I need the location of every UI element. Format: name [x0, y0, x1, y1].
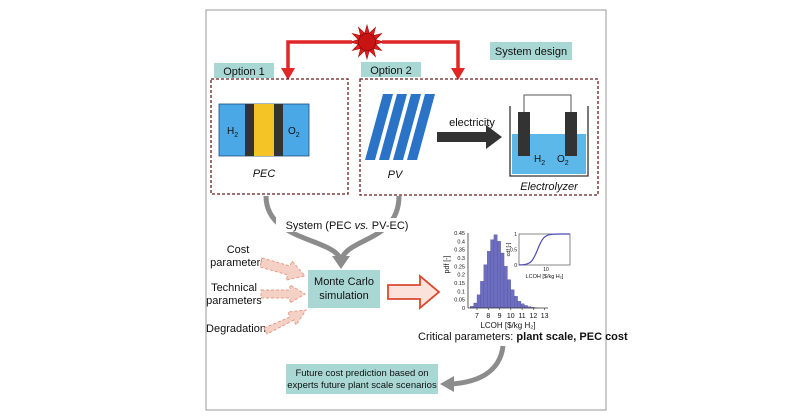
gray-arrowhead-future	[440, 376, 454, 392]
histogram-bar	[510, 289, 515, 309]
red-arrowhead-option2	[451, 68, 465, 80]
histogram-y-tick-label: 0.25	[454, 264, 465, 270]
pec-cell	[218, 103, 310, 157]
pink-arrow-technical	[260, 284, 306, 304]
histogram-x-tick-label: 11	[518, 313, 525, 320]
red-arrowhead-option1	[281, 68, 295, 80]
histogram-bar	[500, 252, 505, 309]
electrolyzer-o2-label: O2	[557, 154, 569, 167]
degradation-label: Degradation	[206, 323, 266, 335]
histogram-x-tick-label: 10	[507, 313, 515, 320]
option2-box	[359, 78, 599, 196]
histogram-y-tick-label: 0.45	[454, 231, 465, 237]
electrolyzer	[509, 94, 589, 177]
histogram-y-tick-label: 0.2	[457, 273, 465, 279]
option1-badge	[214, 63, 274, 78]
histogram-bar	[493, 234, 498, 309]
cdf-inset-x-label: LCOH [$/kg H₂]	[526, 274, 564, 280]
pink-arrow-degradation	[263, 309, 308, 335]
histogram-x-tick-label: 12	[529, 313, 537, 320]
pec-o2-label: O2	[288, 126, 300, 139]
monte-carlo-box	[308, 270, 380, 308]
option1-box	[210, 78, 349, 195]
pec-caption: PEC	[253, 168, 276, 180]
histogram-y-tick-label: 0.35	[454, 248, 465, 254]
red-arrow-option1	[286, 40, 352, 68]
histogram-y-label: pdf [-]	[444, 256, 451, 274]
histogram-y-tick-label: 0.15	[454, 281, 465, 287]
system-design-badge	[490, 42, 572, 60]
electrolyzer-caption: Electrolyzer	[520, 181, 579, 193]
sun-icon	[348, 23, 386, 61]
histogram-bar	[483, 264, 488, 309]
pv-caption: PV	[388, 169, 404, 181]
cdf-inset-x-tick-label: 10	[543, 267, 549, 273]
histogram-y-tick-label: 0.1	[457, 289, 465, 295]
electricity-label: electricity	[449, 117, 495, 129]
histogram-bar	[520, 303, 525, 309]
histogram-x-tick-label: 8	[486, 313, 490, 320]
histogram-bar	[507, 279, 511, 309]
cdf-inset-frame	[518, 233, 571, 266]
system-design-label: System design	[495, 46, 567, 58]
histogram-bar	[503, 266, 508, 309]
histogram-bar	[487, 251, 491, 309]
histogram-y-tick-label: 0.05	[454, 298, 465, 304]
pink-arrow-cost	[259, 257, 306, 281]
histogram-x-tick-label: 7	[475, 313, 479, 320]
histogram-bar	[517, 301, 522, 309]
option1-label: Option 1	[223, 66, 265, 78]
pv-panel	[365, 94, 435, 160]
system-label-bg	[276, 218, 418, 232]
gray-arrow-from-pv	[339, 195, 402, 260]
histogram-y-tick-label: 0	[462, 306, 465, 312]
cdf-inset-y-tick-label: 0.5	[510, 248, 517, 254]
gray-arrow-to-future	[451, 345, 506, 387]
histogram-bar	[480, 281, 484, 309]
histogram-y-tick-label: 0.4	[457, 239, 465, 245]
cdf-inset-y-tick-label: 1	[514, 232, 517, 238]
histogram-bar	[497, 241, 501, 309]
histogram-x-tick-label: 9	[498, 313, 502, 320]
histogram-bar	[476, 294, 481, 309]
cdf-inset-y-tick-label: 0	[514, 263, 517, 269]
histogram-bar	[490, 239, 495, 309]
pec-h2-label: H2	[227, 126, 238, 139]
gray-arrow-from-pec	[263, 195, 343, 260]
red-arrow-option2	[382, 40, 460, 68]
hollow-arrow-to-chart	[387, 274, 441, 310]
histogram-x-label: LCOH [$/kg H₂]	[480, 321, 535, 330]
histogram-x-tick-label: 13	[541, 313, 549, 320]
outer-frame	[205, 9, 607, 411]
system-comparison-label: System (PEC vs. PV-EC)	[286, 220, 409, 232]
histogram-y-tick-label: 0.3	[457, 256, 465, 262]
option2-badge	[361, 62, 421, 77]
option2-label: Option 2	[370, 65, 412, 77]
electrolyzer-h2-label: H2	[534, 154, 545, 167]
future-prediction-box	[286, 364, 438, 394]
cdf-inset-y-label: cdf [-]	[506, 242, 512, 256]
gray-arrowhead-merge	[332, 256, 350, 269]
electricity-arrow	[437, 125, 502, 149]
critical-parameters-text: Critical parameters: plant scale, PEC co…	[418, 331, 628, 343]
histogram-bar	[514, 296, 518, 309]
cdf-inset-curve	[519, 233, 570, 266]
histogram-bar	[473, 302, 478, 309]
